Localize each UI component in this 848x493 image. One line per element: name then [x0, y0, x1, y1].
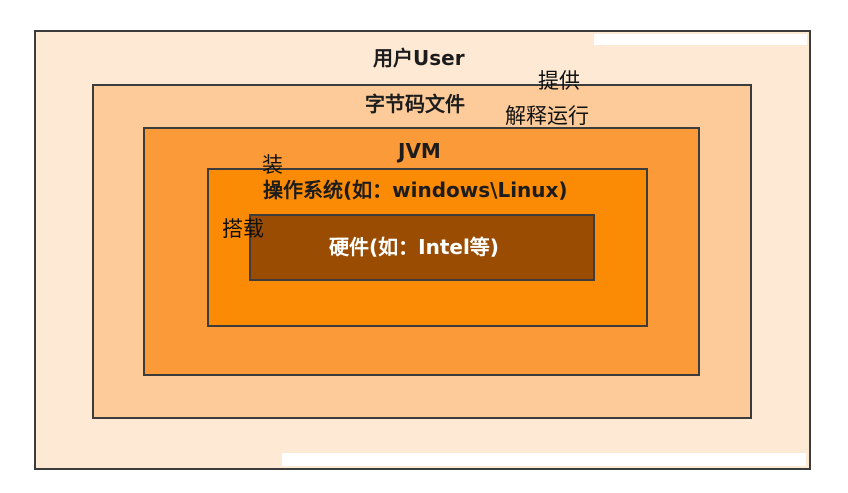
layer-user-label: 用户User: [373, 46, 465, 70]
annotation-install: 装: [262, 153, 283, 177]
annotation-interpret-run: 解释运行: [505, 104, 589, 128]
layer-jvm-label: JVM: [398, 139, 441, 163]
layer-bytecode-label: 字节码文件: [365, 92, 465, 116]
layer-hardware-box: [249, 214, 595, 281]
layer-hardware-label: 硬件(如：Intel等): [329, 235, 499, 259]
layer-os-label: 操作系统(如：windows\Linux): [263, 178, 568, 202]
whiteout-patch-bottom: [282, 453, 806, 466]
whiteout-patch-top: [594, 34, 807, 45]
annotation-provide: 提供: [538, 69, 580, 93]
annotation-mount: 搭载: [222, 217, 264, 241]
